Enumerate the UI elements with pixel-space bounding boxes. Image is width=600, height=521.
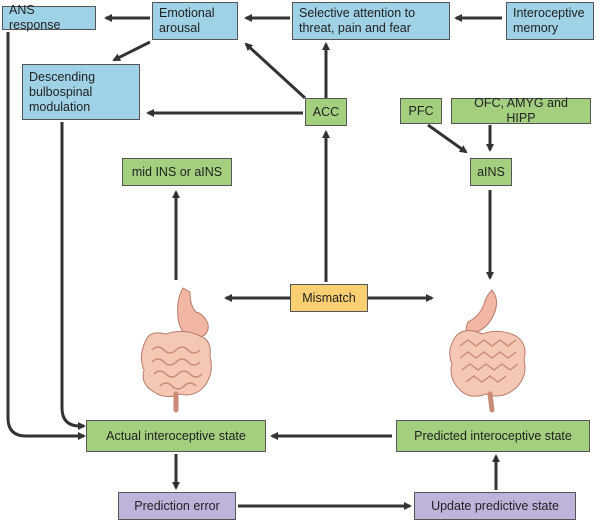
node-ofc-amyg-hipp-label: OFC, AMYG and HIPP bbox=[474, 96, 568, 125]
node-ans-response-label: ANS response bbox=[9, 3, 61, 32]
node-acc-label: ACC bbox=[312, 104, 340, 119]
intestine-loops-actual bbox=[151, 346, 203, 390]
node-emotional-arousal: Emotional arousal bbox=[152, 2, 238, 40]
node-descending-modulation: Descending bulbospinal modulation bbox=[22, 64, 140, 120]
node-emotional-arousal-label: Emotional arousal bbox=[159, 6, 215, 35]
arrow-descending-to-actual bbox=[60, 122, 86, 430]
node-mismatch: Mismatch bbox=[290, 284, 368, 312]
node-actual-state-label: Actual interoceptive state bbox=[106, 428, 246, 443]
node-acc: ACC bbox=[305, 98, 347, 126]
arrow-pfc-to-ains bbox=[427, 123, 468, 154]
node-mismatch-label: Mismatch bbox=[302, 290, 356, 305]
node-predicted-state-label: Predicted interoceptive state bbox=[414, 428, 572, 443]
node-descending-modulation-label: Descending bulbospinal modulation bbox=[29, 69, 96, 114]
arrow-ans-to-actual bbox=[6, 32, 86, 440]
node-selective-attention-label: Selective attention to threat, pain and … bbox=[299, 6, 416, 35]
intestine-loops-predicted bbox=[459, 339, 519, 383]
node-mid-ins-label: mid INS or aINS bbox=[131, 164, 223, 179]
gut-predicted-illustration bbox=[449, 289, 526, 413]
intestine-actual bbox=[140, 330, 212, 398]
node-pfc-label: PFC bbox=[408, 103, 434, 118]
node-prediction-error: Prediction error bbox=[118, 492, 236, 520]
node-prediction-error-label: Prediction error bbox=[134, 498, 220, 513]
stomach-actual bbox=[177, 287, 209, 339]
node-ains: aINS bbox=[470, 158, 512, 186]
node-mid-ins: mid INS or aINS bbox=[122, 158, 232, 186]
node-interoceptive-memory: Interoceptive memory bbox=[506, 2, 594, 40]
node-update-state: Update predictive state bbox=[414, 492, 576, 520]
node-predicted-state: Predicted interoceptive state bbox=[396, 420, 590, 452]
arrow-acc-to-emotional bbox=[244, 42, 307, 100]
arrow-emotional-to-descending bbox=[112, 40, 151, 62]
node-actual-state: Actual interoceptive state bbox=[86, 420, 266, 452]
intestine-predicted bbox=[449, 330, 526, 397]
node-update-state-label: Update predictive state bbox=[431, 498, 559, 513]
node-ofc-amyg-hipp: OFC, AMYG and HIPP bbox=[451, 96, 591, 125]
node-selective-attention: Selective attention to threat, pain and … bbox=[292, 2, 450, 40]
gut-actual-illustration bbox=[140, 287, 212, 413]
node-ans-response: ANS response bbox=[2, 3, 96, 32]
rectum-predicted bbox=[487, 391, 495, 413]
stomach-predicted bbox=[465, 289, 498, 334]
node-pfc: PFC bbox=[400, 98, 442, 124]
node-interoceptive-memory-label: Interoceptive memory bbox=[513, 6, 585, 35]
node-ains-label: aINS bbox=[477, 164, 505, 179]
